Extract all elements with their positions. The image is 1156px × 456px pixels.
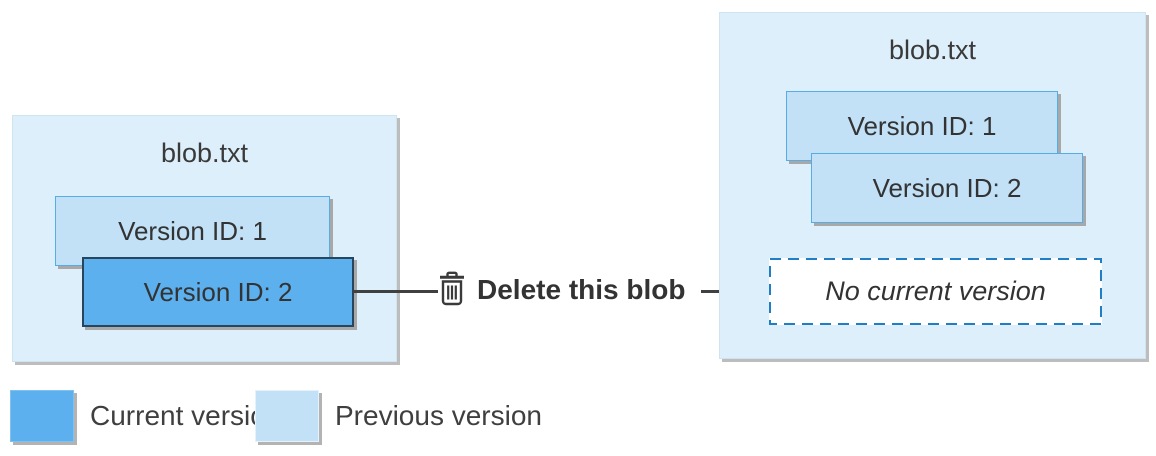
trash-icon [437,271,467,307]
blob-title-after: blob.txt [888,35,977,65]
version-label: Version ID: 2 [143,276,293,307]
blob-container-after: blob.txt Version ID: 1 Version ID: 2 No … [719,12,1146,359]
legend-label-previous: Previous version [335,400,542,431]
no-current-version-box: No current version [769,258,1102,325]
legend-item-current: Current version [10,390,281,442]
version-box-previous-1: Version ID: 1 [55,196,330,266]
legend-label-current: Current version [90,400,282,431]
legend-item-previous: Previous version [255,390,542,442]
connector-line-left [353,290,438,293]
version-box-current-2: Version ID: 2 [82,257,354,327]
version-label: Version ID: 2 [872,172,1022,203]
blob-title-before: blob.txt [160,138,249,168]
blob-container-before: blob.txt Version ID: 1 Version ID: 2 [12,115,397,362]
version-box-previous-2: Version ID: 2 [811,153,1083,223]
version-box-previous-1: Version ID: 1 [786,91,1058,161]
legend-swatch-previous [255,390,319,442]
action-label: Delete this blob [477,274,686,305]
legend-swatch-current [10,390,74,442]
dashed-border [769,258,1102,325]
version-label: Version ID: 1 [118,215,267,246]
no-current-version-label: No current version [825,276,1046,306]
version-label: Version ID: 1 [847,110,997,141]
